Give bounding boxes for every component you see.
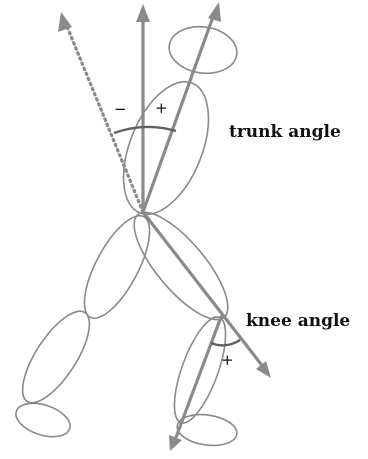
head-outline xyxy=(166,22,240,77)
stick-figure xyxy=(10,22,242,449)
trunk-positive-sign: + xyxy=(155,99,168,117)
dotted-reference-arrow xyxy=(58,12,143,212)
trunk-angle-label: trunk angle xyxy=(229,122,341,142)
left-thigh-outline xyxy=(72,207,163,327)
trunk-angle-arc xyxy=(114,127,176,133)
right-thigh-outline xyxy=(120,199,243,333)
left-foot-outline xyxy=(12,397,75,443)
left-shank-outline xyxy=(10,302,101,413)
trunk-negative-sign: − xyxy=(114,100,127,118)
knee-positive-sign: + xyxy=(221,351,234,369)
knee-angle-label: knee angle xyxy=(246,311,350,331)
